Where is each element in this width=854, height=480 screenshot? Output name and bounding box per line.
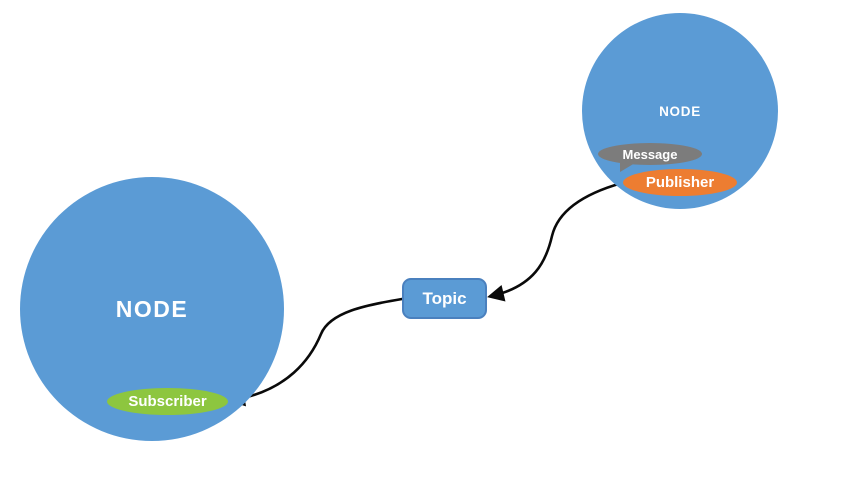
left-node-label: NODE	[115, 295, 189, 322]
message-label: Message	[622, 146, 678, 162]
right-node-label: NODE	[659, 103, 701, 119]
topic-box: Topic	[402, 278, 487, 319]
publisher-ellipse: Publisher	[623, 169, 737, 196]
arrow-topic-to-subscriber	[227, 297, 404, 407]
message-bubble-tail-icon	[620, 163, 635, 172]
topic-label: Topic	[422, 288, 467, 308]
subscriber-ellipse: Subscriber	[107, 388, 228, 415]
message-bubble: Message	[598, 143, 702, 172]
subscriber-label: Subscriber	[128, 393, 207, 410]
arrow-publisher-to-topic	[487, 181, 624, 302]
publisher-label: Publisher	[645, 174, 715, 191]
